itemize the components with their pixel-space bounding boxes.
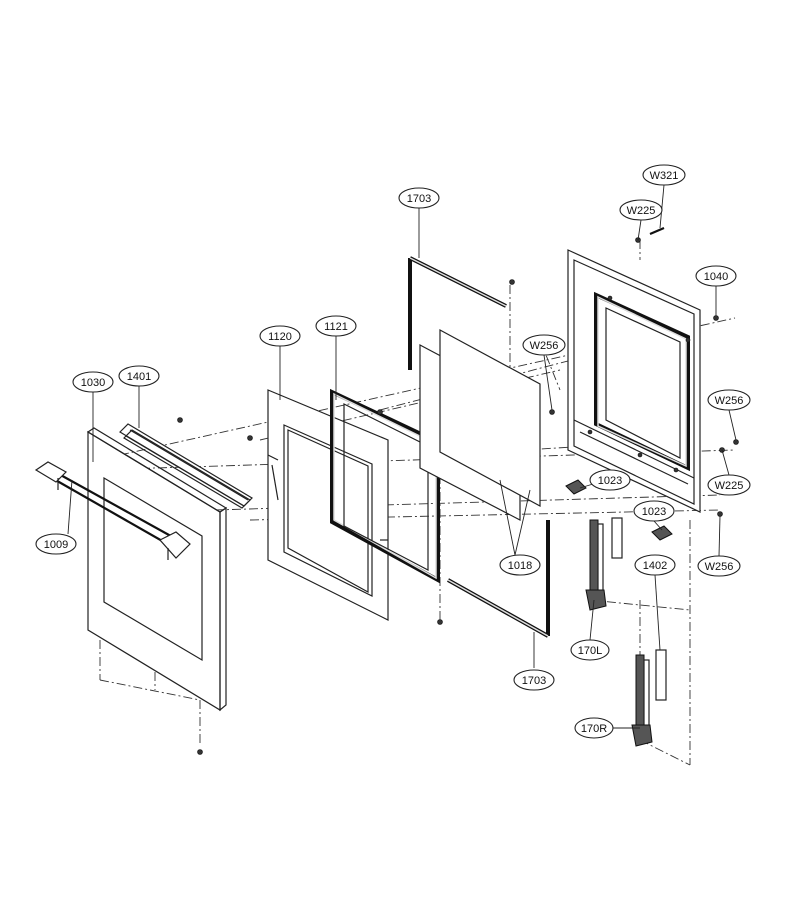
callout-1703-bottom: 1703	[513, 669, 555, 691]
callout-1009: 1009	[35, 533, 77, 555]
callout-1121-text: 1121	[324, 321, 348, 333]
hinge-right	[631, 649, 667, 747]
callout-w256-a-text: W256	[530, 340, 559, 352]
callout-1402: 1402	[634, 554, 676, 576]
callout-w256-a: W256	[522, 334, 566, 356]
callout-1703-top: 1703	[398, 187, 440, 209]
callout-1009-text: 1009	[44, 539, 68, 551]
callout-1030-text: 1030	[81, 377, 105, 389]
glass-panes	[419, 328, 541, 521]
bottom-seal-strip	[447, 520, 550, 638]
callout-1703-top-text: 1703	[407, 193, 431, 205]
callout-w256-c-text: W256	[705, 561, 734, 573]
callout-w256-c: W256	[697, 555, 741, 577]
callout-w225-a: W225	[619, 199, 663, 221]
callout-1023-a: 1023	[589, 469, 631, 491]
callout-w225-a-text: W225	[627, 205, 656, 217]
inner-door-liner	[567, 249, 701, 513]
callout-1120: 1120	[259, 325, 301, 347]
callout-1018-text: 1018	[508, 560, 532, 572]
callout-w321-text: W321	[650, 170, 679, 182]
callout-w225-b: W225	[707, 474, 751, 496]
callout-1018: 1018	[499, 554, 541, 576]
callout-1040-text: 1040	[704, 271, 728, 283]
top-seal-strip	[408, 256, 507, 370]
inner-door-frame	[267, 389, 389, 621]
callout-170l-text: 170L	[578, 645, 602, 657]
callout-1121: 1121	[315, 315, 357, 337]
callout-1040: 1040	[695, 265, 737, 287]
callout-1402-text: 1402	[643, 560, 667, 572]
door-handle	[34, 461, 191, 560]
callout-1030: 1030	[72, 371, 114, 393]
leader-lines	[67, 184, 737, 729]
callout-1401: 1401	[118, 365, 160, 387]
outer-door-panel	[86, 427, 228, 712]
callout-170r: 170R	[574, 717, 614, 739]
door-stop-blocks	[565, 479, 673, 541]
callout-1401-text: 1401	[127, 371, 151, 383]
screws	[177, 226, 739, 755]
callout-w321: W321	[642, 164, 686, 186]
callout-w256-b-text: W256	[715, 395, 744, 407]
inner-gasket	[330, 388, 440, 584]
callout-1023-b-text: 1023	[642, 506, 666, 518]
callout-1023-b: 1023	[633, 500, 675, 522]
callout-1120-text: 1120	[268, 331, 292, 343]
callout-170l: 170L	[570, 639, 610, 661]
door-top-trim	[119, 423, 253, 509]
callout-1703-bottom-text: 1703	[522, 675, 546, 687]
callout-w256-b: W256	[707, 389, 751, 411]
hinge-left	[585, 517, 623, 611]
callout-1023-a-text: 1023	[598, 475, 622, 487]
callout-w225-b-text: W225	[715, 480, 744, 492]
callout-170r-text: 170R	[581, 723, 607, 735]
